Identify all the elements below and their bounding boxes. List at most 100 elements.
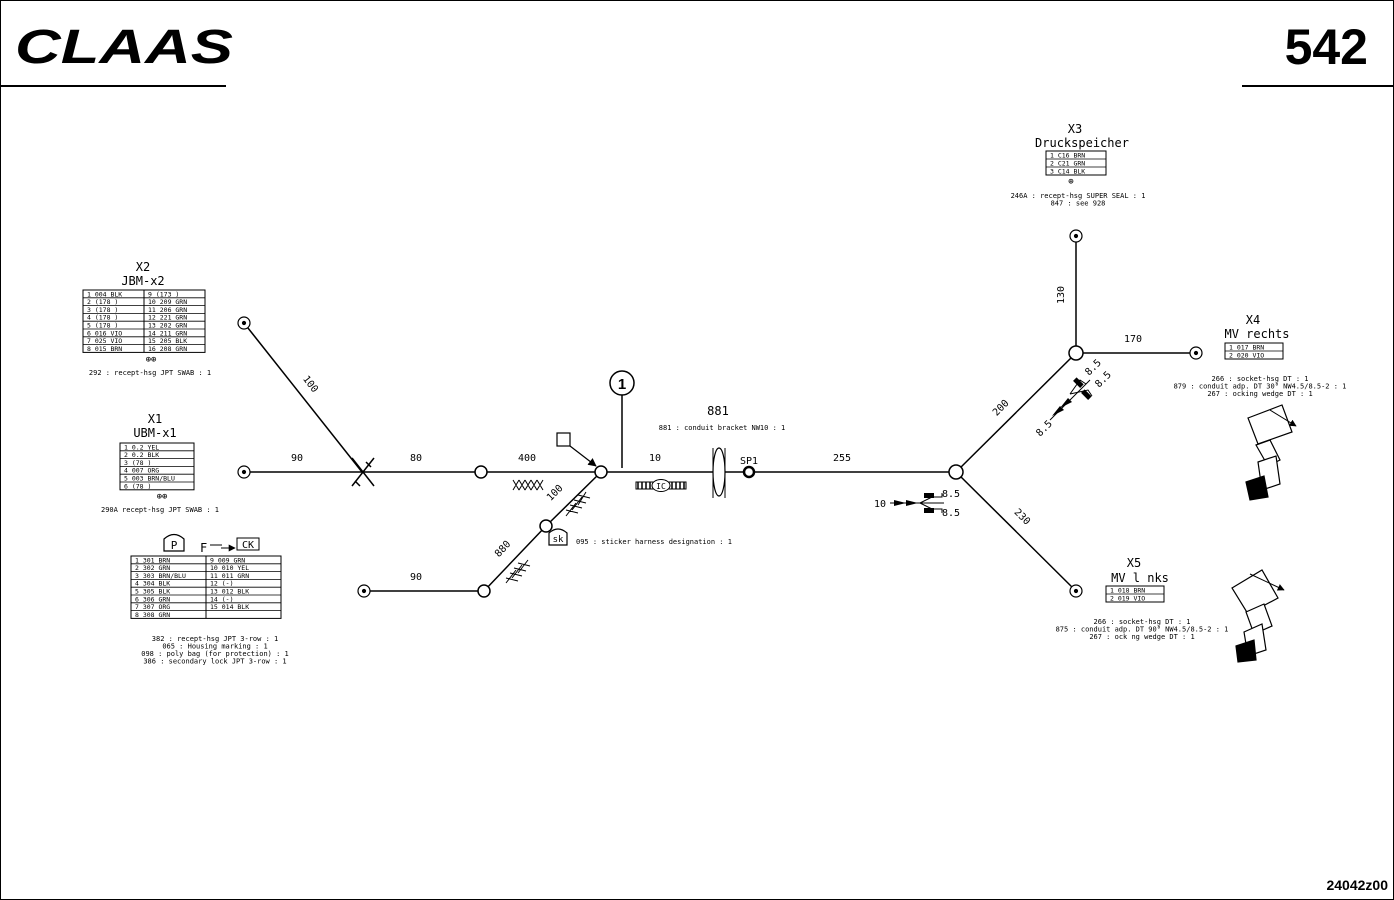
tape-wrap-icon — [505, 479, 591, 584]
seg-label: 100 — [545, 483, 566, 504]
svg-text:sk: sk — [553, 535, 564, 545]
pin-cell: 9 (173 ) — [148, 290, 179, 298]
sticker-icon: sk — [548, 528, 568, 546]
nodes — [474, 345, 1084, 598]
wire-segments — [243, 236, 1196, 592]
wire-x2 — [243, 322, 363, 473]
conduit-bracket-icon — [712, 447, 726, 498]
node-split — [948, 464, 964, 480]
connector-note: 875 : conduit adp. DT 90° NW4.5/8.5-2 : … — [1056, 626, 1229, 634]
seg-label: 10 — [649, 453, 661, 464]
connector-note: 267 : ock ng wedge DT : 1 — [1089, 633, 1194, 641]
p-tag: CK — [242, 540, 254, 551]
seg-label: 100 — [300, 374, 320, 395]
connector-note: 266 : socket-hsg DT : 1 — [1094, 618, 1191, 626]
callout-1: 1 — [609, 370, 635, 396]
seg-label: 80 — [410, 453, 422, 464]
pin-cell: 5 (178 ) — [87, 322, 118, 330]
pin-table-frame — [1045, 150, 1107, 176]
sticker-note: 095 : sticker harness designation : 1 — [576, 538, 732, 546]
connector-name: Druckspeicher — [1035, 136, 1129, 150]
bracket-note: 881 : conduit bracket NW10 : 1 — [659, 424, 785, 432]
plug-90-icon — [1231, 569, 1285, 663]
pin-cell: 3 303 BRN/BLU — [135, 572, 186, 580]
pin-cell: 13 202 GRN — [148, 322, 187, 330]
pin-cell: 12 221 GRN — [148, 314, 187, 322]
branch-diode-lower-icon — [890, 493, 944, 513]
pin-table-symbol: ⊕⊕ — [157, 492, 168, 502]
wire-100-lower — [545, 471, 602, 527]
connector-name: UBM-x1 — [133, 426, 176, 440]
seg-label: 255 — [833, 453, 851, 464]
connector-note: 847 : see 928 — [1051, 200, 1106, 208]
pin-cell: 7 307 ORG — [135, 603, 170, 611]
wire-200 — [955, 352, 1077, 473]
connector-id: X3 — [1068, 122, 1082, 136]
plug-90-icon — [1245, 404, 1297, 501]
connector-note: 292 : recept-hsg JPT SWAB : 1 — [89, 369, 211, 377]
p-marker-icon — [163, 533, 185, 552]
pin-cell: 8 015 BRN — [87, 345, 122, 353]
pin-cell: 15 205 BLK — [148, 337, 187, 345]
pin-cell: 6 (78 ) — [124, 482, 151, 490]
pin-cell: 2 019 VIO — [1110, 595, 1145, 603]
seg-label: 200 — [991, 398, 1012, 419]
branch-dim: 10 — [874, 499, 886, 510]
pin-cell: 8 308 GRN — [135, 611, 170, 619]
p-letter: P — [171, 539, 178, 552]
connector-note: 098 : poly bag (for protection) : 1 — [141, 650, 289, 658]
pin-cell: 6 306 GRN — [135, 595, 170, 603]
connector-id: X4 — [1246, 313, 1260, 327]
page-number: 542 — [1285, 19, 1368, 75]
connector-id: X1 — [148, 412, 162, 426]
p-marking: F — [200, 541, 207, 555]
pin-table-symbol: ⊕ — [1068, 177, 1073, 187]
pin-cell: 4 (178 ) — [87, 314, 118, 322]
pin-cell: 4 304 BLK — [135, 580, 170, 588]
connector-note: 879 : conduit adp. DT 30° NW4.5/8.5-2 : … — [1174, 383, 1347, 391]
claas-logo: CLAAS — [15, 21, 233, 74]
diode-component-icon: IC — [635, 479, 687, 492]
pin-table-symbol: ⊕⊕ — [146, 355, 157, 365]
pin-cell: 1 018 BRN — [1110, 587, 1145, 595]
connector-note: 386 : secondary lock JPT 3-row : 1 — [143, 658, 286, 666]
pin-cell: 2 0.2 BLK — [124, 451, 159, 459]
connector-note: 290A recept-hsg JPT SWAB : 1 — [101, 506, 219, 514]
pin-cell: 12 (-) — [210, 580, 233, 588]
pin-cell: 9 009 GRN — [210, 556, 245, 564]
branch-diode-upper-icon — [1049, 377, 1093, 421]
seg-label: 400 — [518, 453, 536, 464]
drawing-id: 24042z00 — [1326, 877, 1388, 893]
connector-note: 267 : ocking wedge DT : 1 — [1207, 390, 1312, 398]
branch-dim: 8.5 — [942, 489, 960, 500]
pin-cell: 11 011 GRN — [210, 572, 249, 580]
connector-note: 065 : Housing marking : 1 — [162, 643, 267, 651]
splice-icon — [742, 465, 756, 479]
branch-dim: 8.5 — [942, 508, 960, 519]
pin-cell: 3 (78 ) — [124, 459, 151, 467]
connector-name: JBM-x2 — [121, 274, 164, 288]
seg-label: 880 — [493, 539, 513, 560]
pin-cell: 7 025 VIO — [87, 337, 122, 345]
svg-text:1: 1 — [618, 376, 626, 393]
connector-note: 246A : recept-hsg SUPER SEAL : 1 — [1011, 192, 1146, 200]
pin-cell: 1 C16 BRN — [1050, 152, 1085, 160]
marker-square-icon — [556, 432, 597, 467]
connector-name: MV rechts — [1224, 327, 1289, 341]
pin-cell: 1 017 BRN — [1229, 344, 1264, 352]
pin-cell: 4 007 ORG — [124, 467, 159, 475]
pin-cell: 14 211 GRN — [148, 329, 187, 337]
pin-cell: 3 C14 BLK — [1050, 168, 1085, 176]
end-points — [237, 229, 1203, 598]
